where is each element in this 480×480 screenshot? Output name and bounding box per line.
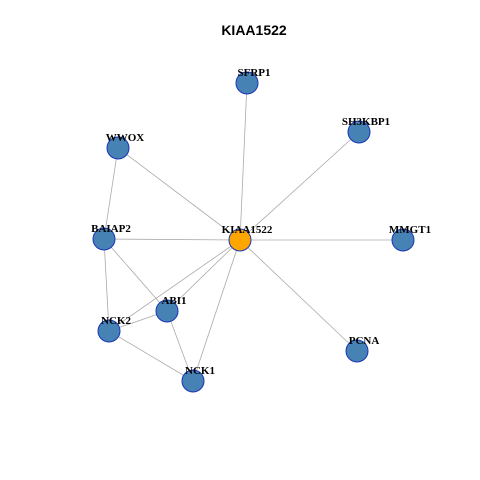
node-label: BAIAP2 xyxy=(91,223,131,235)
node-pcna: PCNA xyxy=(345,335,380,363)
edge-kiaa1522-abi1 xyxy=(166,239,241,312)
node-circle xyxy=(235,71,259,95)
node-circle xyxy=(155,299,179,323)
node-label: KIAA1522 xyxy=(222,224,273,236)
node-circle xyxy=(181,369,205,393)
node-kiaa1522: KIAA1522 xyxy=(222,224,273,252)
node-circle xyxy=(345,339,369,363)
edge-kiaa1522-wwox xyxy=(117,147,241,241)
edge-kiaa1522-nck1 xyxy=(192,239,241,382)
node-label: MMGT1 xyxy=(389,224,431,236)
edge-layer xyxy=(103,82,403,382)
node-circle xyxy=(106,136,130,160)
node-circle xyxy=(228,228,252,252)
edge-abi1-nck1 xyxy=(166,310,194,382)
node-label: SH3KBP1 xyxy=(342,116,390,128)
edge-baiap2-abi1 xyxy=(103,238,168,312)
node-baiap2: BAIAP2 xyxy=(91,223,131,251)
edge-kiaa1522-nck2 xyxy=(108,239,241,332)
node-abi1: ABI1 xyxy=(155,295,187,323)
edge-kiaa1522-sfrp1 xyxy=(239,82,248,241)
node-label: ABI1 xyxy=(161,295,186,307)
node-circle xyxy=(92,227,116,251)
node-label: WWOX xyxy=(106,132,145,144)
edge-kiaa1522-sh3kbp1 xyxy=(239,131,360,241)
node-sfrp1: SFRP1 xyxy=(235,67,271,95)
node-nck2: NCK2 xyxy=(97,315,131,343)
diagram-title: KIAA1522 xyxy=(221,22,287,38)
edge-baiap2-nck2 xyxy=(103,238,110,332)
node-circle xyxy=(97,319,121,343)
node-sh3kbp1: SH3KBP1 xyxy=(342,116,390,144)
node-mmgt1: MMGT1 xyxy=(389,224,431,252)
edge-kiaa1522-baiap2 xyxy=(103,238,241,241)
edge-wwox-baiap2 xyxy=(103,147,119,240)
node-label: NCK2 xyxy=(101,315,131,327)
node-wwox: WWOX xyxy=(106,132,145,160)
edge-kiaa1522-pcna xyxy=(239,239,358,352)
node-label: PCNA xyxy=(349,335,380,347)
edge-nck2-nck1 xyxy=(108,330,194,382)
node-circle xyxy=(347,120,371,144)
node-label: NCK1 xyxy=(185,365,215,377)
node-circle xyxy=(391,228,415,252)
node-nck1: NCK1 xyxy=(181,365,215,393)
node-label: SFRP1 xyxy=(238,67,271,79)
